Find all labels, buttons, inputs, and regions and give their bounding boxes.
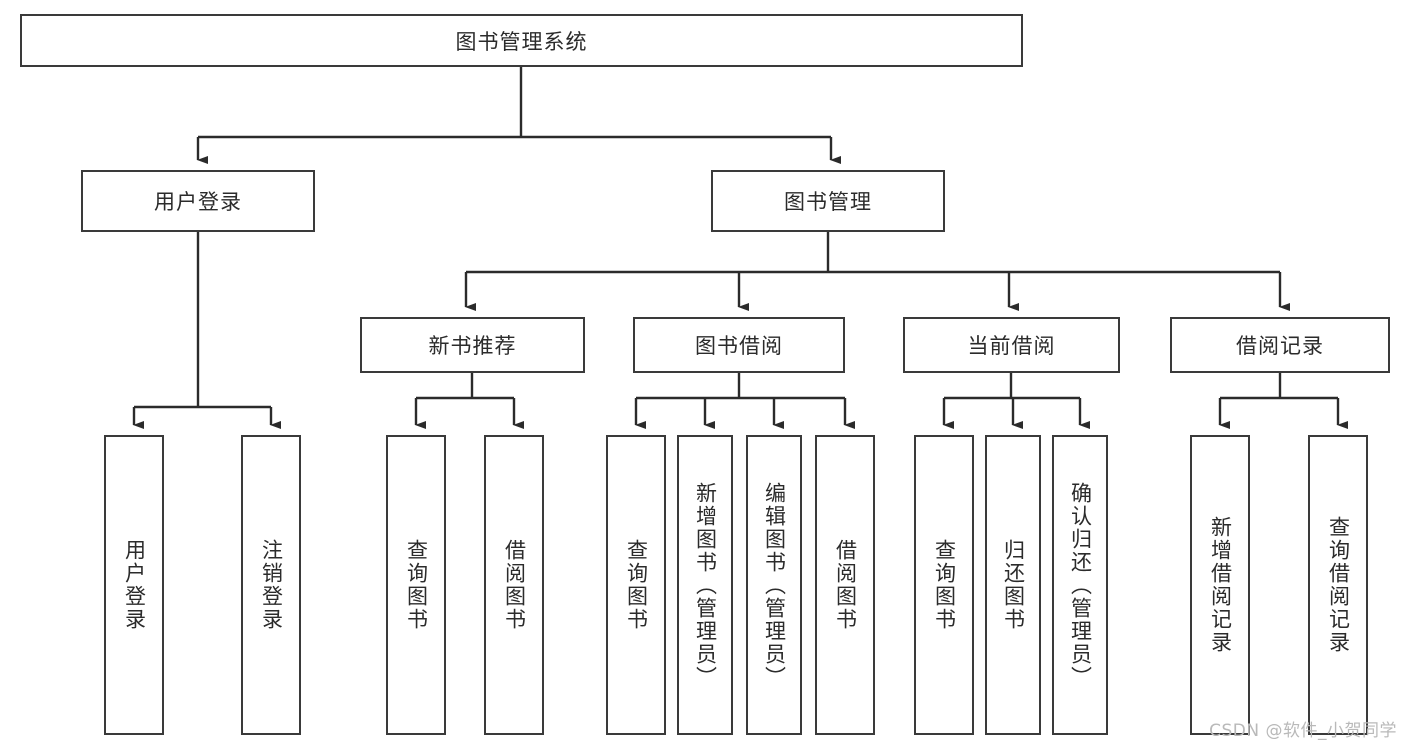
node-leaf-label: 借阅图书 bbox=[833, 539, 858, 631]
node-leaf-query-book-newbooks[interactable]: 查询图书 bbox=[386, 435, 446, 735]
node-leaf-label: 借阅图书 bbox=[502, 539, 527, 631]
node-leaf-user-login[interactable]: 用户登录 bbox=[104, 435, 164, 735]
node-current-borrow[interactable]: 当前借阅 bbox=[903, 317, 1120, 373]
node-book-borrow-label: 图书借阅 bbox=[695, 334, 783, 358]
node-leaf-query-borrow-record[interactable]: 查询借阅记录 bbox=[1308, 435, 1368, 735]
node-leaf-return-book[interactable]: 归还图书 bbox=[985, 435, 1041, 735]
node-leaf-add-borrow-record[interactable]: 新增借阅记录 bbox=[1190, 435, 1250, 735]
node-book-management[interactable]: 图书管理 bbox=[711, 170, 945, 232]
node-book-borrow[interactable]: 图书借阅 bbox=[633, 317, 845, 373]
node-root-label: 图书管理系统 bbox=[455, 29, 588, 54]
node-current-borrow-label: 当前借阅 bbox=[967, 334, 1056, 358]
node-user-login[interactable]: 用户登录 bbox=[81, 170, 315, 232]
node-leaf-borrow-book-newbooks[interactable]: 借阅图书 bbox=[484, 435, 544, 735]
node-borrow-records[interactable]: 借阅记录 bbox=[1170, 317, 1390, 373]
node-leaf-edit-book-admin[interactable]: 编辑图书（管理员） bbox=[746, 435, 802, 735]
node-leaf-query-book-current[interactable]: 查询图书 bbox=[914, 435, 974, 735]
node-leaf-borrow-book[interactable]: 借阅图书 bbox=[815, 435, 875, 735]
node-leaf-label: 查询图书 bbox=[404, 539, 429, 631]
node-leaf-label: 新增图书（管理员） bbox=[693, 481, 718, 689]
node-leaf-label: 查询借阅记录 bbox=[1326, 516, 1351, 654]
node-leaf-confirm-return-admin[interactable]: 确认归还（管理员） bbox=[1052, 435, 1108, 735]
node-new-book-recommend[interactable]: 新书推荐 bbox=[360, 317, 585, 373]
node-user-login-label: 用户登录 bbox=[154, 190, 242, 214]
node-leaf-label: 归还图书 bbox=[1001, 539, 1026, 631]
node-leaf-logout[interactable]: 注销登录 bbox=[241, 435, 301, 735]
node-leaf-label: 新增借阅记录 bbox=[1208, 516, 1233, 654]
node-leaf-label: 查询图书 bbox=[624, 539, 649, 631]
node-root[interactable]: 图书管理系统 bbox=[20, 14, 1023, 67]
node-leaf-label: 确认归还（管理员） bbox=[1068, 481, 1093, 689]
node-leaf-label: 用户登录 bbox=[122, 539, 147, 631]
node-leaf-query-book-borrow[interactable]: 查询图书 bbox=[606, 435, 666, 735]
node-leaf-add-book-admin[interactable]: 新增图书（管理员） bbox=[677, 435, 733, 735]
node-new-book-recommend-label: 新书推荐 bbox=[428, 334, 517, 358]
node-book-management-label: 图书管理 bbox=[784, 190, 872, 214]
watermark: CSDN @软件_小贺同学 bbox=[1209, 721, 1397, 741]
node-leaf-label: 注销登录 bbox=[259, 539, 284, 631]
node-leaf-label: 编辑图书（管理员） bbox=[762, 481, 787, 689]
node-borrow-records-label: 借阅记录 bbox=[1236, 334, 1324, 358]
node-leaf-label: 查询图书 bbox=[932, 539, 957, 631]
